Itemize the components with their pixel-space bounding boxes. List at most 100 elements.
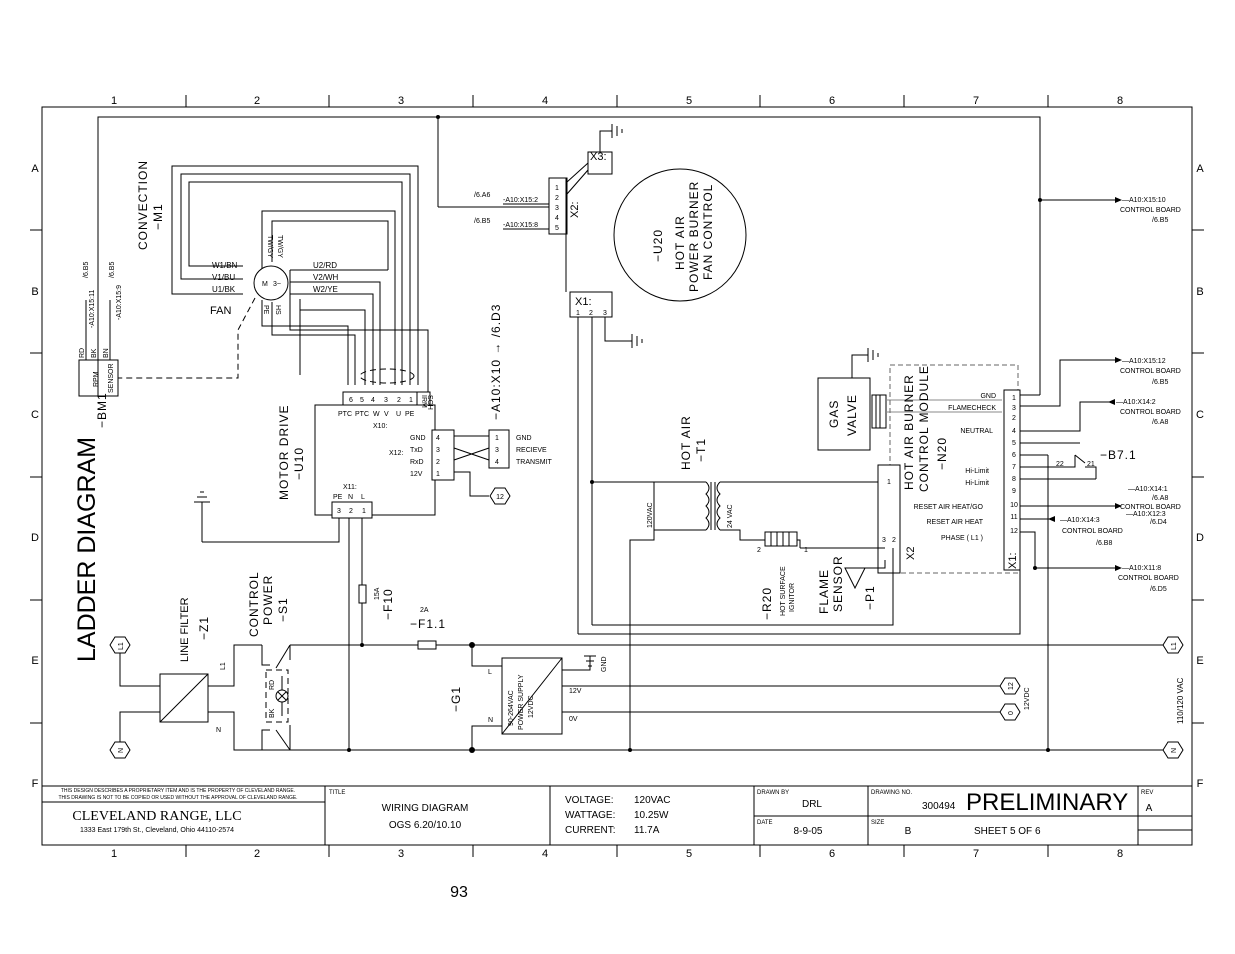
transformer-name: HOT AIR xyxy=(679,415,693,470)
ladder-diagram-title: LADDER DIAGRAM xyxy=(73,437,101,662)
col-label: 8 xyxy=(1117,848,1123,860)
date-value: 8-9-05 xyxy=(794,826,823,837)
ref-line: —A10:X14:2 xyxy=(1116,399,1156,406)
out-label: GND xyxy=(516,435,532,442)
rail-voltage: 110/120 VAC xyxy=(1176,677,1185,724)
convection-motor-tag: −M1 xyxy=(151,203,165,230)
ref-page: /6.A8 xyxy=(1152,495,1168,502)
module-tag: −N20 xyxy=(935,437,949,470)
x11-label: PE xyxy=(333,494,343,501)
ref-label: CONTROL BOARD xyxy=(1120,504,1181,511)
module-pin: 6 xyxy=(1012,452,1016,459)
cross-ref: /6.B5 xyxy=(109,262,116,278)
x10-label: U xyxy=(396,411,401,418)
voltage-label: VOLTAGE: xyxy=(565,795,614,806)
col-label: 1 xyxy=(111,95,117,107)
ref-label: CONTROL BOARD xyxy=(1120,409,1181,416)
pin-label: TW/GY xyxy=(276,235,283,258)
voltage-value: 120VAC xyxy=(634,795,671,806)
ref-line: —A10:X11:8 xyxy=(1122,565,1161,572)
col-label: 2 xyxy=(254,95,260,107)
module-pin: 3 xyxy=(1012,405,1016,412)
thermostat: 22 21 −B7.1 xyxy=(1052,448,1137,479)
flame-sensor-tag: −P1 xyxy=(863,585,877,610)
ref-page: /6.B5 xyxy=(1152,217,1168,224)
cross-ref-line: -A10:X15:11 xyxy=(89,289,96,328)
module-pin: 5 xyxy=(1012,440,1016,447)
x3-name: X3: xyxy=(590,151,607,163)
x12-label: GND xyxy=(410,435,426,442)
fan-control-name: POWER BURNER xyxy=(687,181,701,292)
gas-valve-label: GAS xyxy=(827,400,841,428)
title-block: THIS DESIGN DESCRIBES A PROPRIETARY ITEM… xyxy=(42,786,1192,845)
pin-label: HS xyxy=(274,305,281,315)
x2-pin: 4 xyxy=(555,215,559,222)
motor-drive-tag: −U10 xyxy=(292,447,306,480)
col-label: 4 xyxy=(542,848,548,860)
x12-pin: 3 xyxy=(436,447,440,454)
row-label: F xyxy=(1197,778,1204,790)
col-label: 7 xyxy=(973,848,979,860)
company-name: CLEVELAND RANGE, LLC xyxy=(72,809,241,824)
x12-pin: 4 xyxy=(436,435,440,442)
x1-pin: 2 xyxy=(589,310,593,317)
out-pin: 4 xyxy=(495,459,499,466)
col-label: 5 xyxy=(686,848,692,860)
x1-name: X1: xyxy=(575,296,592,308)
drawing-title: WIRING DIAGRAM xyxy=(382,803,469,814)
rail-bubble: 12 xyxy=(496,494,504,501)
col-label: 4 xyxy=(542,95,548,107)
proprietary-notice: THIS DRAWING IS NOT TO BE COPIED OR USED… xyxy=(58,795,297,801)
motor-drive-name: MOTOR DRIVE xyxy=(277,405,291,500)
cross-ref-line: -A10:X15:9 xyxy=(116,285,123,320)
row-label: D xyxy=(31,532,39,544)
rail-l1: L1 xyxy=(1171,642,1178,650)
transformer-tag: −T1 xyxy=(694,438,708,462)
x11-pin: 3 xyxy=(337,508,341,515)
row-label: E xyxy=(1196,655,1203,667)
ref-page: /6.B8 xyxy=(1096,540,1112,547)
col-label: 2 xyxy=(254,848,260,860)
out-pin: 1 xyxy=(495,435,499,442)
row-label: B xyxy=(1196,286,1203,298)
drawn-by-caption: DRAWN BY xyxy=(757,790,789,796)
x10-pin: 1 xyxy=(409,397,413,404)
thermostat-tag: −B7.1 xyxy=(1100,448,1137,462)
fuse-f10: 15A −F10 xyxy=(358,584,395,620)
cross-ref: /6.B5 xyxy=(83,262,90,278)
x10-label: PTC xyxy=(338,411,352,418)
x10-pin: 2 xyxy=(397,397,401,404)
module-pin-label: Hi-Limit xyxy=(965,480,989,487)
wattage-label: WATTAGE: xyxy=(565,810,615,821)
ref-label: CONTROL BOARD xyxy=(1120,368,1181,375)
ignitor: 2 1 −R20 HOT SURFACE IGNITOR xyxy=(592,531,894,626)
wattage-value: 10.25W xyxy=(634,810,669,821)
x10-label: W xyxy=(373,411,380,418)
ref-label: CONTROL BOARD xyxy=(1118,575,1179,582)
drawing-subtitle: OGS 6.20/10.10 xyxy=(389,820,462,831)
column-labels-bottom: 1 2 3 4 5 6 7 8 xyxy=(111,848,1123,860)
page-number: 93 xyxy=(450,884,468,901)
ref-line: —A10:X15:10 xyxy=(1122,197,1166,204)
switch-wire: RD xyxy=(269,680,276,690)
x12-label: 12V xyxy=(410,471,423,478)
row-label: F xyxy=(32,778,39,790)
fuse-rating: 15A xyxy=(374,587,381,600)
module-pin: 10 xyxy=(1010,502,1018,509)
x1-pin: 1 xyxy=(576,310,580,317)
drawing-no-caption: DRAWING NO. xyxy=(871,790,912,796)
transformer-primary: 120VAC xyxy=(647,502,654,528)
wire-label: U1/BK xyxy=(212,285,236,294)
ref-page: /6.D4 xyxy=(1150,519,1167,526)
x10-pin: 6 xyxy=(349,397,353,404)
fuse-tag: −F1.1 xyxy=(410,617,446,631)
rev-caption: REV xyxy=(1141,790,1153,796)
wire-label: W1/BN xyxy=(212,261,238,270)
x12-name: X12: xyxy=(389,450,403,457)
row-label: A xyxy=(31,163,39,175)
filter-terminal: N xyxy=(216,727,221,734)
motor-phase: 3~ xyxy=(273,281,281,288)
rpm-sensor-tag: −BM1 xyxy=(95,392,109,428)
module-x1: X1: xyxy=(1007,552,1019,569)
